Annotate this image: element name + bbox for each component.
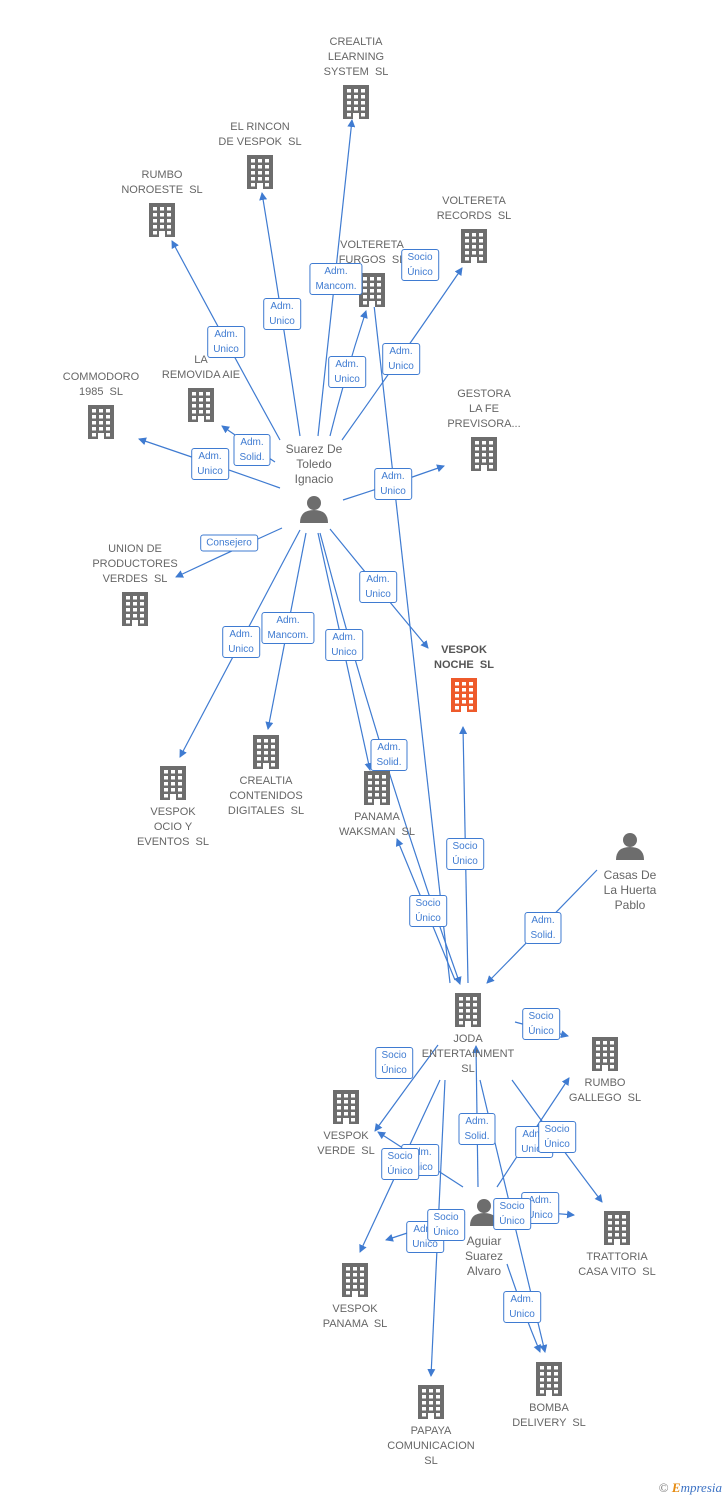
node-label-la_removida[interactable]: LA REMOVIDA AIE — [161, 354, 241, 381]
building-icon[interactable] — [455, 993, 481, 1027]
node-label-casas[interactable]: Casas De La Huerta Pablo — [603, 868, 657, 912]
edge-label-joda-to-vespok_panama[interactable]: Socio Único — [381, 1148, 419, 1180]
copyright-symbol: © — [658, 1480, 669, 1495]
building-icon[interactable] — [461, 229, 487, 263]
person-icon[interactable] — [616, 833, 644, 860]
footer-brand[interactable]: © Empresia — [659, 1480, 722, 1496]
node-label-papaya[interactable]: PAPAYA COMUNICACION SL — [387, 1425, 475, 1467]
edge-label-joda-to-bomba[interactable]: Socio Único — [493, 1198, 531, 1230]
building-icon[interactable] — [359, 273, 385, 307]
edge-label-suarez-to-vespok_noche[interactable]: Adm. Unico — [359, 571, 397, 603]
node-label-suarez[interactable]: Suarez De Toledo Ignacio — [285, 442, 343, 486]
node-label-aguiar[interactable]: Aguiar Suarez Alvaro — [464, 1234, 504, 1278]
building-icon[interactable] — [188, 388, 214, 422]
node-label-rumbo_noroeste[interactable]: RUMBO NOROESTE SL — [121, 169, 203, 196]
building-icon[interactable] — [342, 1263, 368, 1297]
node-label-joda[interactable]: JODA ENTERTAINMENT SL — [421, 1033, 515, 1075]
edge-suarez-to-union — [175, 527, 283, 578]
building-icon[interactable] — [592, 1037, 618, 1071]
edge-label-joda-to-panama_waksman[interactable]: Socio Único — [409, 895, 447, 927]
edge-label-joda-to-vespok_noche[interactable]: Socio Único — [446, 838, 484, 870]
edge-label-joda-to-vespok_verde[interactable]: Socio Único — [375, 1047, 413, 1079]
edge-label-casas-to-joda[interactable]: Adm. Solid. — [524, 912, 562, 944]
edge-label-suarez-to-joda[interactable]: Adm. Solid. — [370, 739, 408, 771]
node-label-crealtia_learning[interactable]: CREALTIA LEARNING SYSTEM SL — [323, 36, 389, 78]
edge-label-joda-to-rumbo_gallego[interactable]: Socio Único — [522, 1008, 560, 1040]
node-layer — [88, 85, 644, 1419]
node-label-vespok_ocio[interactable]: VESPOK OCIO Y EVENTOS SL — [137, 806, 209, 848]
building-icon[interactable] — [471, 437, 497, 471]
building-icon[interactable] — [247, 155, 273, 189]
building-icon[interactable] — [451, 678, 477, 712]
building-icon[interactable] — [604, 1211, 630, 1245]
node-label-panama_waksman[interactable]: PANAMA WAKSMAN SL — [339, 811, 415, 838]
edge-label-joda-to-trattoria[interactable]: Socio Único — [538, 1121, 576, 1153]
edge-label-suarez-to-commodoro[interactable]: Adm. Unico — [191, 448, 229, 480]
node-label-commodoro[interactable]: COMMODORO 1985 SL — [62, 371, 140, 398]
edge-label-aguiar-to-joda[interactable]: Adm. Solid. — [458, 1113, 496, 1145]
node-label-bomba[interactable]: BOMBA DELIVERY SL — [512, 1402, 586, 1429]
edge-label-suarez-to-el_rincon[interactable]: Adm. Unico — [263, 298, 301, 330]
node-label-rumbo_gallego[interactable]: RUMBO GALLEGO SL — [568, 1077, 642, 1104]
edge-label-suarez-to-la_removida[interactable]: Adm. Solid. — [233, 434, 271, 466]
edge-label-suarez-to-panama_waksman[interactable]: Adm. Unico — [325, 629, 363, 661]
building-icon[interactable] — [253, 735, 279, 769]
edge-label-joda-to-voltereta_furgos[interactable]: Socio Único — [401, 249, 439, 281]
person-icon[interactable] — [470, 1199, 498, 1226]
edge-label-suarez-to-crealtia_contenidos[interactable]: Adm. Mancom. — [261, 612, 315, 644]
edge-label-aguiar-to-bomba[interactable]: Adm. Unico — [503, 1291, 541, 1323]
node-label-el_rincon[interactable]: EL RINCON DE VESPOK SL — [218, 121, 302, 148]
brand-logo-initial: E — [671, 1480, 681, 1495]
node-label-vespok_verde[interactable]: VESPOK VERDE SL — [317, 1130, 375, 1157]
building-icon[interactable] — [343, 85, 369, 119]
edge-label-suarez-to-union[interactable]: Consejero — [200, 534, 258, 552]
building-icon[interactable] — [88, 405, 114, 439]
edge-label-suarez-to-voltereta_furgos[interactable]: Adm. Unico — [328, 356, 366, 388]
building-icon[interactable] — [160, 766, 186, 800]
edge-label-suarez-to-vespok_ocio[interactable]: Adm. Unico — [222, 626, 260, 658]
edge-label-suarez-to-voltereta_records[interactable]: Adm. Unico — [382, 343, 420, 375]
building-icon[interactable] — [536, 1362, 562, 1396]
building-icon[interactable] — [149, 203, 175, 237]
person-icon[interactable] — [300, 496, 328, 523]
node-label-vespok_panama[interactable]: VESPOK PANAMA SL — [322, 1303, 388, 1330]
node-label-gestora[interactable]: GESTORA LA FE PREVISORA... — [447, 388, 521, 430]
node-label-union[interactable]: UNION DE PRODUCTORES VERDES SL — [92, 543, 178, 585]
node-label-vespok_noche[interactable]: VESPOK NOCHE SL — [434, 644, 494, 671]
edge-label-joda-to-papaya[interactable]: Socio Único — [427, 1209, 465, 1241]
brand-logo-text: mpresia — [680, 1480, 722, 1495]
building-icon[interactable] — [364, 771, 390, 805]
edge-joda-to-voltereta_furgos — [368, 286, 451, 984]
node-label-voltereta_records[interactable]: VOLTERETA RECORDS SL — [436, 195, 512, 222]
edge-label-suarez-to-crealtia_learning[interactable]: Adm. Mancom. — [309, 263, 363, 295]
building-icon[interactable] — [333, 1090, 359, 1124]
edge-label-suarez-to-gestora[interactable]: Adm. Unico — [374, 468, 412, 500]
node-label-trattoria[interactable]: TRATTORIA CASA VITO SL — [578, 1251, 656, 1278]
edge-joda-to-vespok_verde — [374, 1044, 439, 1132]
building-icon[interactable] — [418, 1385, 444, 1419]
edge-label-suarez-to-rumbo_noroeste[interactable]: Adm. Unico — [207, 326, 245, 358]
node-label-crealtia_contenidos[interactable]: CREALTIA CONTENIDOS DIGITALES SL — [227, 775, 305, 817]
building-icon[interactable] — [122, 592, 148, 626]
